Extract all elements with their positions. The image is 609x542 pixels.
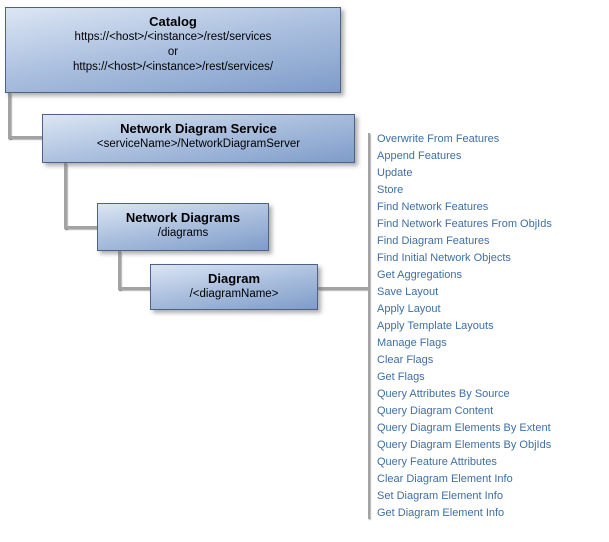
operation-link[interactable]: Find Network Features bbox=[377, 201, 489, 213]
node-diagram: Diagram /<diagramName> bbox=[150, 264, 318, 310]
operation-link[interactable]: Update bbox=[377, 167, 413, 179]
node-network-diagrams: Network Diagrams /diagrams bbox=[97, 203, 269, 251]
operation-link[interactable]: Find Initial Network Objects bbox=[377, 252, 511, 264]
connector-catalog-to-service-horizontal bbox=[8, 136, 42, 139]
connector-diagrams-to-diagram-horizontal bbox=[118, 287, 150, 290]
node-network-diagram-service: Network Diagram Service <serviceName>/Ne… bbox=[42, 114, 355, 163]
connector-service-to-diagrams-vertical bbox=[64, 163, 67, 229]
connector-diagram-to-operations bbox=[318, 287, 368, 290]
operation-link[interactable]: Save Layout bbox=[377, 286, 439, 298]
operation-link[interactable]: Apply Layout bbox=[377, 303, 441, 315]
operation-link[interactable]: Apply Template Layouts bbox=[377, 320, 494, 332]
operation-link[interactable]: Find Network Features From ObjIds bbox=[377, 218, 552, 230]
diagrams-title: Network Diagrams bbox=[125, 210, 241, 225]
service-path: <serviceName>/NetworkDiagramServer bbox=[96, 138, 301, 150]
operation-link[interactable]: Query Diagram Elements By ObjIds bbox=[377, 439, 552, 451]
operation-link[interactable]: Manage Flags bbox=[377, 337, 447, 349]
node-catalog: Catalog https://<host>/<instance>/rest/s… bbox=[5, 7, 341, 93]
operation-link[interactable]: Clear Flags bbox=[377, 354, 434, 366]
diagram-path: /<diagramName> bbox=[189, 288, 279, 300]
catalog-title: Catalog bbox=[149, 14, 197, 29]
diagram-title: Diagram bbox=[207, 271, 261, 286]
operation-link[interactable]: Query Feature Attributes bbox=[377, 456, 497, 468]
operation-link[interactable]: Query Diagram Content bbox=[377, 405, 494, 417]
operation-link[interactable]: Clear Diagram Element Info bbox=[377, 473, 513, 485]
catalog-url-1: https://<host>/<instance>/rest/services bbox=[74, 31, 272, 43]
operation-link[interactable]: Get Diagram Element Info bbox=[377, 507, 505, 519]
connector-service-to-diagrams-horizontal bbox=[64, 226, 97, 229]
catalog-or-label: or bbox=[167, 46, 179, 58]
operation-link[interactable]: Get Flags bbox=[377, 371, 425, 383]
operation-link[interactable]: Query Diagram Elements By Extent bbox=[377, 422, 551, 434]
connector-catalog-to-service-vertical bbox=[8, 93, 11, 139]
operation-link[interactable]: Overwrite From Features bbox=[377, 133, 500, 145]
operations-bracket-line bbox=[368, 133, 370, 519]
catalog-url-2: https://<host>/<instance>/rest/services/ bbox=[72, 61, 274, 73]
operation-link[interactable]: Append Features bbox=[377, 150, 462, 162]
operation-link[interactable]: Find Diagram Features bbox=[377, 235, 490, 247]
diagrams-path: /diagrams bbox=[157, 227, 209, 239]
operation-link[interactable]: Store bbox=[377, 184, 404, 196]
connector-diagrams-to-diagram-vertical bbox=[118, 251, 121, 290]
operation-link[interactable]: Get Aggregations bbox=[377, 269, 463, 281]
operation-link[interactable]: Query Attributes By Source bbox=[377, 388, 510, 400]
operation-link[interactable]: Set Diagram Element Info bbox=[377, 490, 503, 502]
service-title: Network Diagram Service bbox=[120, 121, 277, 136]
